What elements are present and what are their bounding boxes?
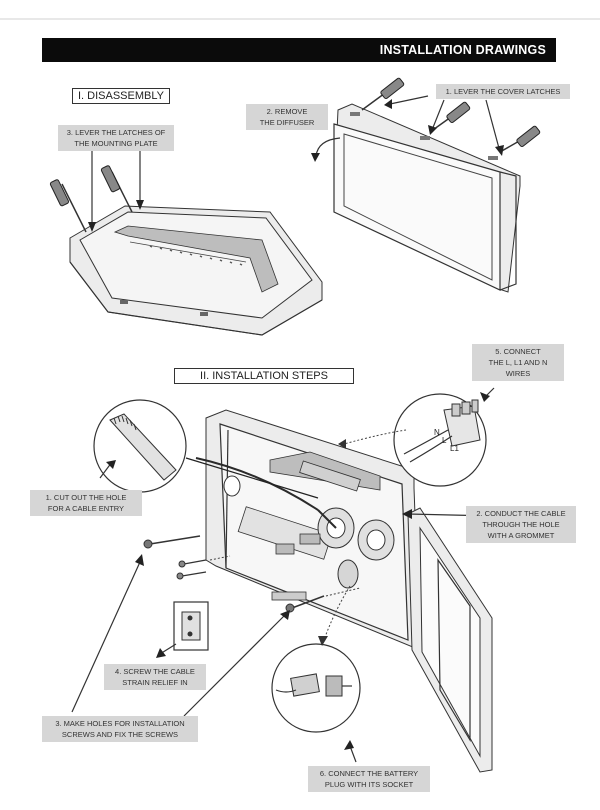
label-line: 5. CONNECT <box>495 347 541 356</box>
label-line: WITH A GROMMET <box>487 531 555 540</box>
label-line: 3. MAKE HOLES FOR INSTALLATION <box>55 719 185 728</box>
label-line: 4. SCREW THE CABLE <box>115 667 195 676</box>
cutter-detail <box>93 399 319 499</box>
section-disassembly-label: I. DISASSEMBLY <box>78 90 164 102</box>
screws <box>143 535 361 613</box>
section-installation-title: II. INSTALLATION STEPS <box>174 368 354 384</box>
label-line: THE L, L1 AND N <box>488 358 548 367</box>
top-divider <box>0 18 600 20</box>
diffuser-drawing <box>311 77 541 293</box>
label-line: THE DIFFUSER <box>259 118 315 127</box>
label-remove-diffuser: 2. REMOVE THE DIFFUSER <box>246 104 328 130</box>
title-bar: INSTALLATION DRAWINGS <box>42 38 556 62</box>
label-line: SCREWS AND FIX THE SCREWS <box>61 730 179 739</box>
leader-lines <box>71 509 495 717</box>
label-line: 1. CUT OUT THE HOLE <box>45 493 127 502</box>
label-line: 6. CONNECT THE BATTERY <box>319 769 419 778</box>
terminal-detail <box>338 387 495 487</box>
battery-plug-detail <box>271 585 361 763</box>
wire-label-n: N <box>434 428 440 437</box>
label-connect-wires: 5. CONNECT THE L, L1 AND N WIRES <box>472 344 564 381</box>
label-line: 2. CONDUCT THE CABLE <box>476 509 566 518</box>
label-line: STRAIN RELIEF IN <box>122 678 188 687</box>
section-installation-label: II. INSTALLATION STEPS <box>200 370 328 382</box>
label-connect-battery: 6. CONNECT THE BATTERY PLUG WITH ITS SOC… <box>308 766 430 792</box>
label-line: 3. LEVER THE LATCHES OF <box>66 128 166 137</box>
label-screw-strain-relief: 4. SCREW THE CABLE STRAIN RELIEF IN <box>104 664 206 690</box>
section-disassembly-title: I. DISASSEMBLY <box>72 88 170 104</box>
mounting-plate-drawing <box>49 150 323 336</box>
label-line: FOR A CABLE ENTRY <box>47 504 125 513</box>
label-lever-mounting-plate: 3. LEVER THE LATCHES OF THE MOUNTING PLA… <box>58 125 174 151</box>
wire-label-l1: L1 <box>450 444 459 453</box>
label-line: THE MOUNTING PLATE <box>74 139 158 148</box>
label-line: PLUG WITH ITS SOCKET <box>324 780 414 789</box>
wire-label-l: L <box>442 436 447 445</box>
label-cut-hole: 1. CUT OUT THE HOLE FOR A CABLE ENTRY <box>30 490 142 516</box>
strain-relief-detail <box>156 559 209 658</box>
label-line: THROUGH THE HOLE <box>482 520 560 529</box>
label-line: WIRES <box>505 369 531 378</box>
label-conduct-cable: 2. CONDUCT THE CABLE THROUGH THE HOLE WI… <box>466 506 576 543</box>
label-line: 1. LEVER THE COVER LATCHES <box>445 87 561 96</box>
label-make-holes: 3. MAKE HOLES FOR INSTALLATION SCREWS AN… <box>42 716 198 742</box>
label-lever-cover-latches: 1. LEVER THE COVER LATCHES <box>436 84 570 99</box>
page-title: INSTALLATION DRAWINGS <box>379 43 546 57</box>
housing-drawing <box>195 409 493 773</box>
label-line: 2. REMOVE <box>266 107 308 116</box>
